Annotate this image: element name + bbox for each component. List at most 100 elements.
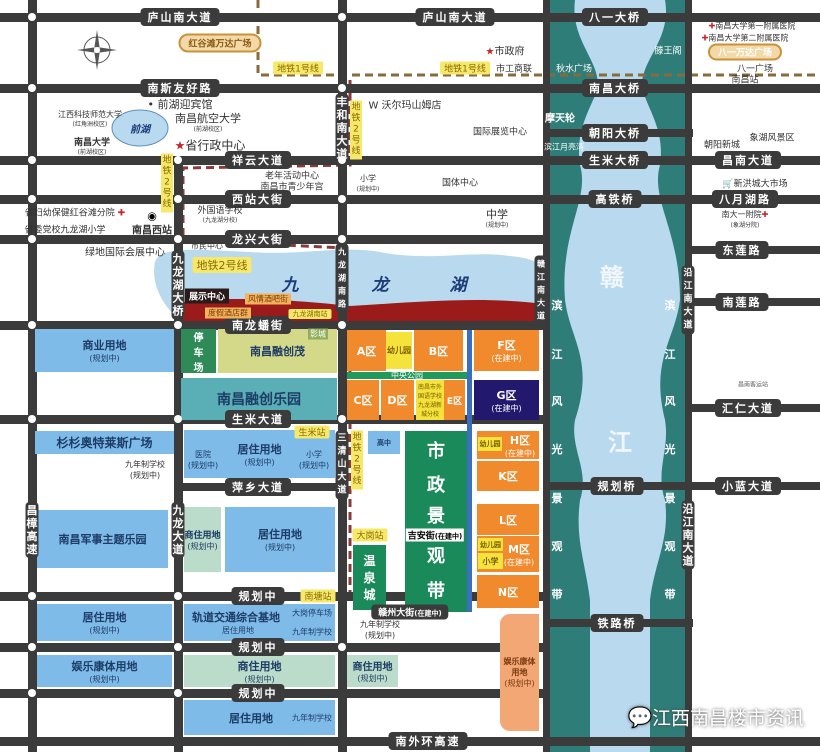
label: 市 xyxy=(427,441,445,462)
intersection xyxy=(174,321,182,329)
intersection xyxy=(338,415,346,423)
kindergarten-m: 幼儿园 xyxy=(478,538,503,551)
zone-k[interactable]: K区 xyxy=(477,461,539,491)
intersection xyxy=(174,195,182,203)
road-label-pingxiang: 萍乡大道 xyxy=(225,478,291,496)
metro-line1-tag: 地铁1号线 xyxy=(273,61,323,75)
poi-bar-street: 风情酒吧街 xyxy=(245,293,291,305)
road-label-xizhan: 西站大街 xyxy=(225,190,291,208)
bank-char: 风 xyxy=(664,395,676,408)
label: 幼儿园 xyxy=(479,440,501,448)
metro-line2-tag: 地铁2号线 xyxy=(350,100,362,160)
intersection xyxy=(338,13,346,21)
road-label-planned-3: 规划中 xyxy=(231,684,285,702)
zone-l[interactable]: L区 xyxy=(477,504,539,535)
block-entertainment-1: 娱乐康体用地(规划中) xyxy=(37,655,172,687)
station-jiulonghu-south: 九龙湖南站 xyxy=(288,309,332,319)
zone-n[interactable]: N区 xyxy=(477,575,539,608)
river-label-gan: 赣 xyxy=(600,263,624,292)
poi-west-station: 南昌西站 xyxy=(132,225,172,237)
label: 幼儿园 xyxy=(387,346,411,355)
label: 观 xyxy=(427,546,445,567)
road-label-shengmi: 生米大道 xyxy=(225,410,291,428)
label: B区 xyxy=(428,344,449,358)
label: C区 xyxy=(353,394,373,407)
poi-jxkj: 江西科技师范大学(红角洲校区) xyxy=(58,110,122,130)
road-label-nanlian: 南莲路 xyxy=(715,293,769,311)
poi-expo: 国际展览中心 xyxy=(472,127,528,138)
metro-line2-tag-3: 地铁2号线 xyxy=(192,257,252,273)
zone-a[interactable]: A区 xyxy=(347,330,386,371)
label: 省妇幼保健红谷滩分院 xyxy=(24,208,115,219)
cinema-label: 影城 xyxy=(308,328,328,340)
label: 居住用地 xyxy=(237,442,282,456)
zone-g[interactable]: G区(在建中) xyxy=(474,380,539,420)
label: 南昌融创乐园 xyxy=(217,392,301,408)
label: M区 xyxy=(508,542,530,556)
intersection xyxy=(28,195,36,203)
label: (在建中) xyxy=(434,532,463,541)
label: (前湖校区) xyxy=(193,126,223,133)
intersection xyxy=(174,592,182,600)
nine-year-school-2: 九年制学校 xyxy=(292,627,332,637)
label: 中央公园 xyxy=(391,371,423,380)
label: 南昌市外国语学校九龙湖新城分校 xyxy=(417,384,442,418)
zone-e[interactable]: E区 xyxy=(444,380,465,420)
road-fenghe xyxy=(338,0,347,752)
intersection xyxy=(174,415,182,423)
hospital-icon: ✚ xyxy=(701,33,709,43)
block-residential-4: 居住用地 xyxy=(184,700,335,735)
ganjiang-river xyxy=(564,0,680,752)
road-label-donglian: 东莲路 xyxy=(715,241,769,259)
label: 居住用地 xyxy=(222,626,254,635)
road-label-yanjiang-2: 沿江南大道 xyxy=(681,500,695,570)
bridge-label-gaotie: 高铁桥 xyxy=(588,190,642,208)
showroom-button[interactable]: 展示中心 xyxy=(184,288,230,304)
intersection xyxy=(28,689,36,697)
label: (在建中) xyxy=(503,557,535,567)
label: (规划中) xyxy=(244,674,275,684)
intersection xyxy=(174,156,182,164)
star-icon: ★ xyxy=(174,138,186,153)
poi-hongguta-wanda[interactable]: 红谷滩万达广场 xyxy=(178,33,262,53)
label: 娱乐康体用地 xyxy=(503,657,536,677)
intersection xyxy=(28,592,36,600)
metro-line2-tag-4: 地铁2号线 xyxy=(351,430,363,490)
bank-char: 观 xyxy=(664,540,676,553)
intersection xyxy=(28,84,36,92)
poi-hosp2: ✚南昌大学第二附属医院 xyxy=(702,33,789,44)
lake-label-3: 湖 xyxy=(449,275,467,296)
road-label-nansi: 南斯友好路 xyxy=(140,79,220,97)
poi-elder: 老年活动中心 xyxy=(264,171,320,182)
kindergarten-a: 幼儿园 xyxy=(386,332,412,369)
label: D区 xyxy=(387,394,408,407)
road-label-xiangyun: 祥云大道 xyxy=(225,151,291,169)
poi-bayi-square: 八一广场 xyxy=(736,64,774,75)
poi-gov: ★省行政中心 xyxy=(175,137,246,154)
intersection xyxy=(28,321,36,329)
poi-hosp1: ✚南昌大学第一附属医院 xyxy=(709,21,796,32)
poi-bayi-wanda[interactable]: 八一万达广场 xyxy=(707,43,783,61)
road-xizhan xyxy=(0,195,820,204)
road-label-ganzhou: 赣州大街(在建中) xyxy=(371,604,449,620)
canal xyxy=(467,330,472,612)
lake-label-1: 九 xyxy=(281,275,299,296)
label: (规划中) xyxy=(264,543,296,552)
zone-b[interactable]: B区 xyxy=(414,330,463,371)
zone-f[interactable]: F区(在建中) xyxy=(474,330,539,371)
poi-middle: 中学(规划中) xyxy=(486,209,509,231)
poi-greenland: 绿地国际会展中心 xyxy=(85,247,165,259)
zone-d[interactable]: D区 xyxy=(381,380,414,420)
bridge-label-shengmi: 生米大桥 xyxy=(582,151,648,169)
poi-resort: 度假酒店群 xyxy=(205,307,251,319)
intersection xyxy=(28,415,36,423)
label: 居住用地 xyxy=(229,711,273,725)
poi-tengwang: 滕王阁 xyxy=(654,46,682,57)
intersection xyxy=(28,235,36,243)
bridge-label-tielu: 铁路桥 xyxy=(590,614,644,632)
label: 南昌大学第一附属医院 xyxy=(715,21,796,31)
label: (规划中) xyxy=(187,541,218,551)
zone-c[interactable]: C区 xyxy=(347,380,379,420)
station-dagang: 大岗站 xyxy=(352,528,388,542)
poi-primary: 小学(规划中) xyxy=(357,173,380,193)
